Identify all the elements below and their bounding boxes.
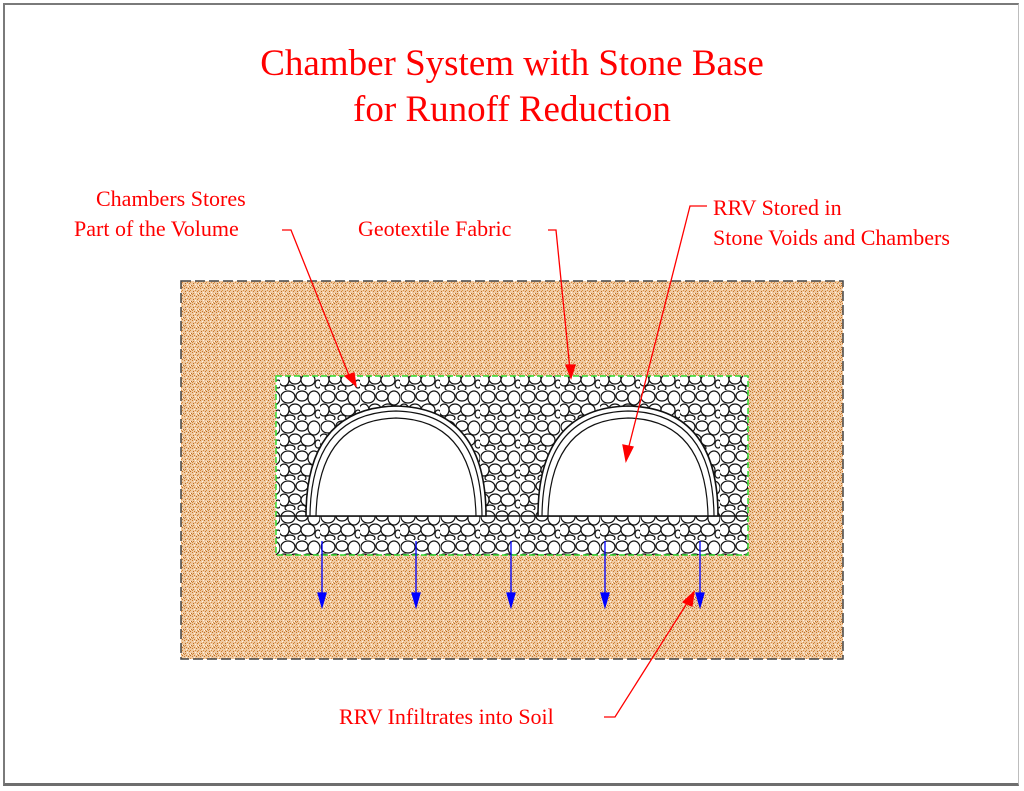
title-line-2: for Runoff Reduction [353, 89, 671, 130]
chamber-right [537, 405, 719, 517]
label-geotextile: Geotextile Fabric [358, 216, 512, 241]
label-rrv-stored-line-2: Stone Voids and Chambers [713, 225, 950, 250]
chamber-left [305, 405, 487, 517]
label-chambers-store-line-1: Chambers Stores [96, 186, 246, 211]
infiltration-arrow [506, 541, 516, 610]
label-rrv-infiltrates: RRV Infiltrates into Soil [339, 704, 554, 729]
leader-chambers-store [282, 229, 357, 388]
leader-rrv-infiltrates [604, 590, 695, 718]
infiltration-arrow [317, 541, 327, 610]
infiltration-arrows [317, 541, 705, 610]
geotextile-fabric [275, 375, 749, 556]
infiltration-arrow [411, 541, 421, 610]
label-rrv-stored-line-1: RRV Stored in [713, 195, 842, 220]
infiltration-arrow [695, 541, 705, 610]
infiltration-arrow [600, 541, 610, 610]
leader-rrv-stored [622, 205, 707, 464]
label-chambers-store-line-2: Part of the Volume [74, 216, 239, 241]
leader-geotextile [548, 229, 576, 380]
title-line-1: Chamber System with Stone Base [260, 43, 764, 84]
